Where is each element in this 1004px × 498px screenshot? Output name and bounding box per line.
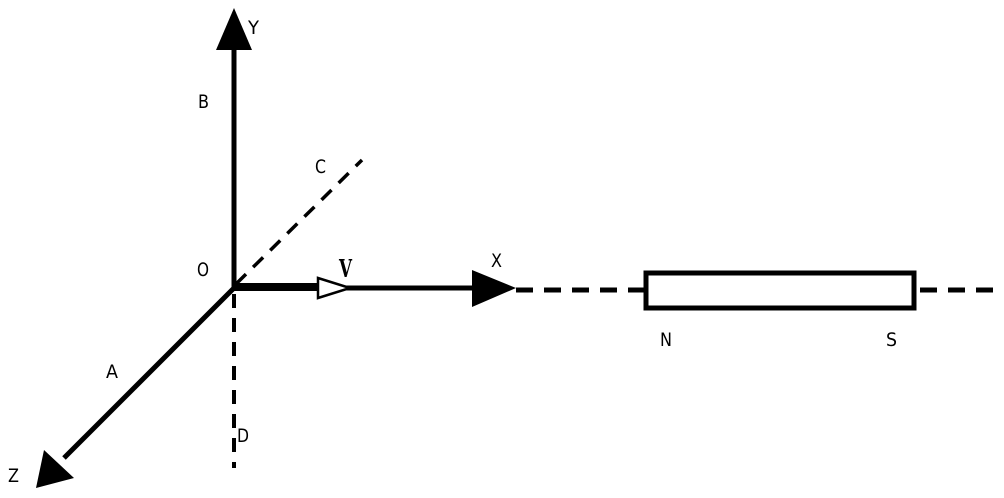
d-label: D bbox=[237, 425, 249, 447]
z-axis-label: Z bbox=[8, 465, 19, 487]
velocity-arrowhead bbox=[316, 276, 355, 300]
y-axis-arrowhead bbox=[216, 8, 252, 50]
bar-magnet bbox=[643, 270, 917, 311]
c-label: C bbox=[315, 156, 326, 178]
north-pole-label: N bbox=[660, 329, 672, 351]
a-label: A bbox=[106, 361, 118, 383]
y-axis-label: Y bbox=[247, 17, 259, 39]
z-axis-arrowhead bbox=[36, 450, 74, 488]
velocity-label: V bbox=[338, 254, 352, 283]
x-axis-label: X bbox=[491, 250, 502, 272]
south-pole-label: S bbox=[886, 329, 897, 351]
c-dashed-line bbox=[234, 158, 364, 286]
z-axis-line bbox=[62, 286, 236, 460]
origin-label: O bbox=[197, 259, 209, 281]
b-label: B bbox=[198, 91, 209, 113]
x-axis-arrowhead bbox=[472, 270, 516, 307]
